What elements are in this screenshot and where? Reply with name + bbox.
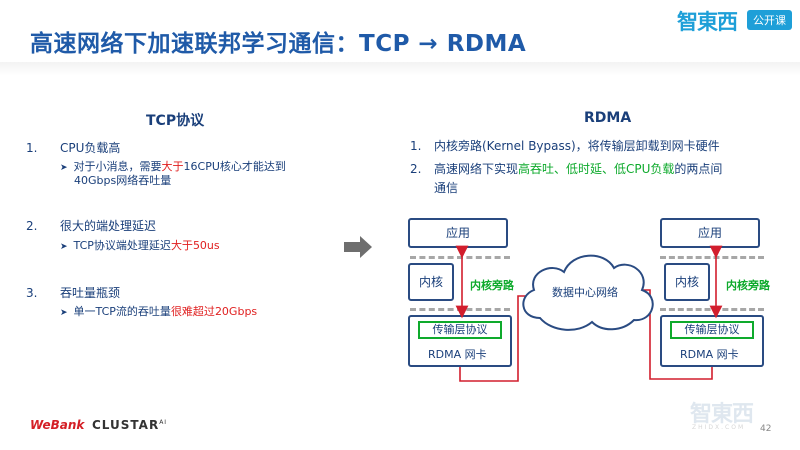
- slide-title: 高速网络下加速联邦学习通信：TCP → RDMA: [30, 31, 527, 57]
- bullet-arrow-icon: ➤: [60, 308, 68, 318]
- nic-label-left: RDMA 网卡: [428, 348, 487, 361]
- tcp-item-2-detail: ➤TCP协议端处理延迟大于50us: [60, 239, 220, 252]
- tcp-item-1-number: 1.: [26, 141, 38, 155]
- rdma-item-2-number: 2.: [410, 162, 422, 176]
- bullet-arrow-icon: ➤: [60, 242, 68, 252]
- rdma-item-1-label: 内核旁路(Kernel Bypass)，将传输层卸载到网卡硬件: [434, 139, 720, 153]
- divider-line: [410, 256, 510, 259]
- clustar-logo: CLUSTARAI: [92, 418, 168, 432]
- tcp-heading: TCP协议: [146, 113, 205, 129]
- watermark-logo: 智東西: [690, 402, 754, 427]
- tcp-item-3-label: 吞吐量瓶颈: [60, 286, 121, 300]
- app-box-right: 应用: [660, 218, 760, 248]
- tcp-item-2: 2. 很大的端处理延迟: [26, 217, 156, 234]
- brand-tag: 公开课: [747, 10, 792, 30]
- page-number: 42: [760, 424, 772, 434]
- transport-box-right: 传输层协议: [670, 321, 754, 339]
- webank-logo: WeBank: [30, 418, 85, 432]
- rdma-item-1: 1. 内核旁路(Kernel Bypass)，将传输层卸载到网卡硬件: [410, 137, 720, 154]
- bullet-arrow-icon: ➤: [60, 163, 68, 173]
- tcp-item-1-label: CPU负载高: [60, 141, 121, 155]
- rdma-item-2-line2: 通信: [434, 181, 459, 195]
- kernel-box-left: 内核: [408, 263, 454, 301]
- tcp-item-3: 3. 吞吐量瓶颈: [26, 284, 120, 301]
- tcp-item-2-number: 2.: [26, 219, 38, 233]
- tcp-item-1-detail-line2: 40Gbps网络吞吐量: [74, 174, 172, 187]
- highlight-text: 高吞吐、低时延、低CPU负载: [518, 162, 675, 176]
- right-arrow-icon: [344, 236, 372, 258]
- rdma-item-2: 2.高速网络下实现高吞吐、低时延、低CPU负载的两点间: [410, 162, 723, 176]
- nic-label-right: RDMA 网卡: [680, 348, 739, 361]
- tcp-item-3-detail: ➤单一TCP流的吞吐量很难超过20Gbps: [60, 305, 258, 318]
- cloud-label: 数据中心网络: [552, 286, 618, 299]
- highlight-text: 很难超过: [170, 305, 215, 318]
- tcp-item-2-label: 很大的端处理延迟: [60, 219, 157, 233]
- kernel-box-right: 内核: [664, 263, 710, 301]
- kernel-bypass-label-right: 内核旁路: [726, 279, 770, 292]
- tcp-item-1-detail: ➤对于小消息，需要大于16CPU核心才能达到: [60, 160, 286, 173]
- divider-line: [660, 256, 764, 259]
- highlight-text: 大于: [161, 160, 184, 173]
- app-box-left: 应用: [408, 218, 508, 248]
- highlight-text: 大于: [170, 239, 193, 252]
- highlight-text: 20Gbps: [214, 305, 258, 318]
- tcp-item-3-number: 3.: [26, 286, 38, 300]
- divider-line: [660, 308, 764, 311]
- divider-line: [410, 308, 510, 311]
- highlight-text: 50us: [192, 239, 220, 252]
- tcp-item-1: 1. CPU负载高: [26, 139, 120, 156]
- title-underline-band: [0, 62, 800, 76]
- watermark-subtext: ZHIDX.COM: [692, 424, 746, 431]
- kernel-bypass-label-left: 内核旁路: [470, 279, 514, 292]
- brand-logo-text: 智東西: [677, 10, 738, 34]
- brand-logo: 智東西 公开课: [677, 6, 795, 34]
- rdma-item-1-number: 1.: [410, 139, 422, 153]
- rdma-heading: RDMA: [584, 110, 632, 126]
- transport-box-left: 传输层协议: [418, 321, 502, 339]
